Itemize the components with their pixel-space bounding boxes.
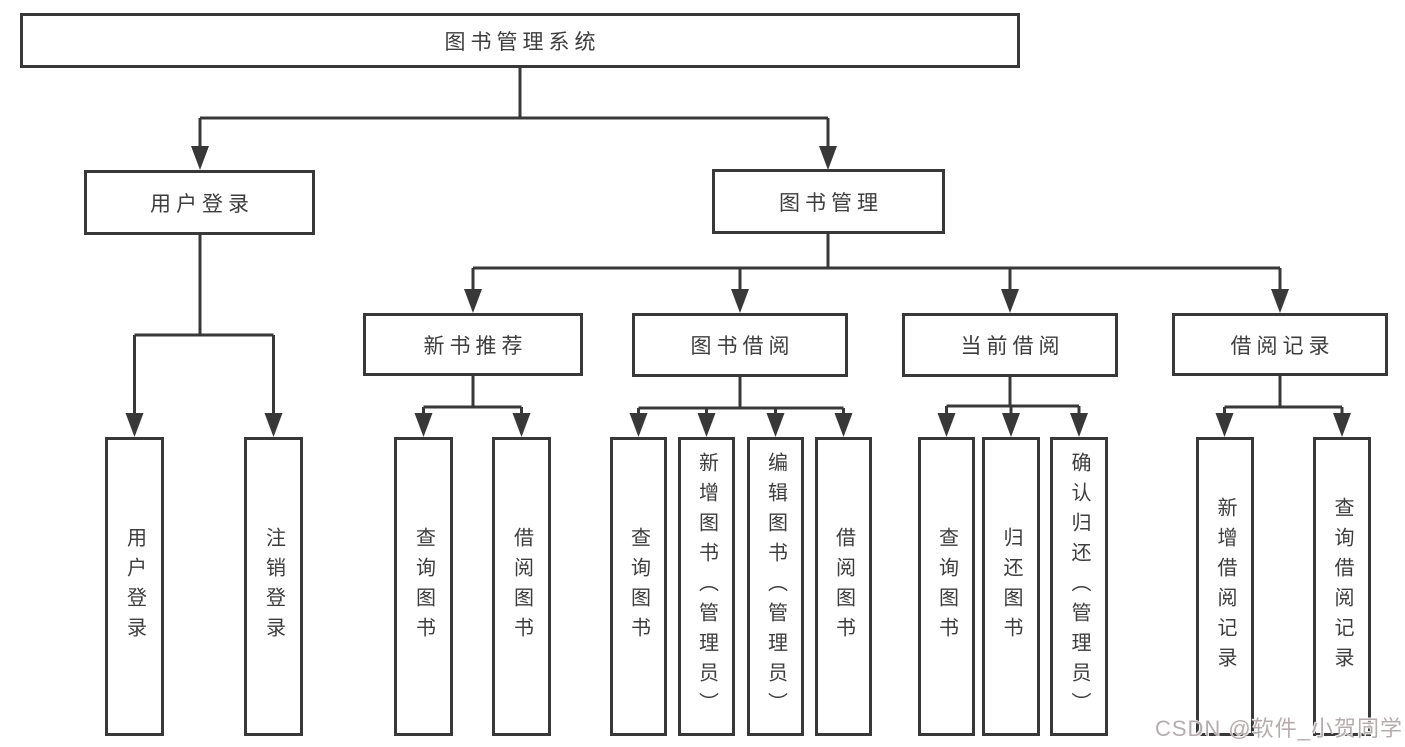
leaf-edit-book-admin-label: 编辑图书（管理员） (764, 451, 787, 722)
leaf-return-book-label: 归还图书 (1000, 526, 1022, 647)
node-book-management: 图书管理 (712, 169, 945, 234)
arrowhead-icon (697, 413, 716, 437)
node-book-management-label: 图书管理 (779, 191, 883, 215)
leaf-query-book-borrow-label: 查询图书 (627, 526, 650, 647)
leaf-query-book-current-label: 查询图书 (935, 526, 958, 647)
connector-currentborrow-to-leaves (937, 377, 1088, 437)
arrowhead-icon (834, 413, 853, 437)
arrowhead-icon (264, 413, 283, 437)
node-current-borrow-label: 当前借阅 (960, 335, 1065, 358)
leaf-query-borrow-record-label: 查询借阅记录 (1331, 496, 1353, 677)
leaf-user-login: 用户登录 (105, 437, 164, 736)
connector-root-to-level2 (191, 68, 837, 170)
arrowhead-icon (191, 146, 209, 170)
arrowhead-icon (629, 413, 648, 437)
leaf-query-book-newbook-label: 查询图书 (412, 526, 435, 647)
leaf-edit-book-admin: 编辑图书（管理员） (747, 437, 804, 736)
leaf-add-book-admin: 新增图书（管理员） (678, 437, 735, 736)
arrowhead-icon (1001, 289, 1019, 313)
leaf-add-borrow-record: 新增借阅记录 (1196, 437, 1254, 736)
leaf-confirm-return-admin-label: 确认归还（管理员） (1068, 451, 1090, 722)
leaf-add-book-admin-label: 新增图书（管理员） (695, 451, 718, 722)
node-user-login: 用户登录 (84, 170, 315, 235)
arrowhead-icon (1070, 413, 1088, 437)
leaf-logout: 注销登录 (244, 437, 303, 736)
leaf-query-borrow-record: 查询借阅记录 (1313, 437, 1371, 736)
node-user-login-label: 用户登录 (150, 192, 254, 216)
arrowhead-icon (414, 413, 433, 437)
connector-borrowrecord-to-leaves (1215, 376, 1351, 437)
arrowhead-icon (1271, 289, 1289, 313)
node-book-borrow-label: 图书借阅 (690, 335, 795, 358)
leaf-borrow-book-borrow-label: 借阅图书 (832, 526, 855, 647)
leaf-borrow-book-newbook: 借阅图书 (492, 437, 551, 736)
connector-userlogin-to-leaves (125, 235, 283, 437)
arrowhead-icon (766, 413, 785, 437)
connector-bookmgmt-to-level3 (464, 234, 1289, 313)
node-new-book-recommend-label: 新书推荐 (423, 334, 528, 358)
leaf-confirm-return-admin: 确认归还（管理员） (1050, 437, 1108, 736)
node-borrow-record: 借阅记录 (1172, 313, 1388, 376)
leaf-borrow-book-borrow: 借阅图书 (815, 437, 872, 736)
arrowhead-icon (512, 413, 531, 437)
leaf-user-login-label: 用户登录 (123, 526, 146, 647)
leaf-query-book-borrow: 查询图书 (610, 437, 667, 736)
node-new-book-recommend: 新书推荐 (363, 313, 583, 376)
arrowhead-icon (464, 289, 482, 313)
leaf-query-book-current: 查询图书 (918, 437, 975, 736)
node-root: 图书管理系统 (20, 13, 1020, 68)
arrowhead-icon (125, 413, 144, 437)
arrowhead-icon (1333, 413, 1351, 437)
connector-newbook-to-leaves (414, 376, 531, 437)
node-borrow-record-label: 借阅记录 (1230, 334, 1335, 358)
arrowhead-icon (1002, 413, 1020, 437)
leaf-add-borrow-record-label: 新增借阅记录 (1214, 496, 1236, 677)
node-book-borrow: 图书借阅 (632, 313, 848, 377)
node-root-label: 图书管理系统 (444, 30, 601, 54)
arrowhead-icon (937, 413, 956, 437)
arrowhead-icon (731, 289, 749, 313)
connector-bookborrow-to-leaves (629, 377, 853, 437)
leaf-query-book-newbook: 查询图书 (394, 437, 453, 736)
leaf-borrow-book-newbook-label: 借阅图书 (510, 526, 533, 647)
arrowhead-icon (819, 146, 837, 170)
csdn-watermark: CSDN @软件_小贺同学 (1154, 716, 1403, 741)
leaf-return-book: 归还图书 (982, 437, 1040, 736)
leaf-logout-label: 注销登录 (262, 526, 285, 647)
node-current-borrow: 当前借阅 (902, 313, 1118, 377)
arrowhead-icon (1215, 413, 1234, 437)
